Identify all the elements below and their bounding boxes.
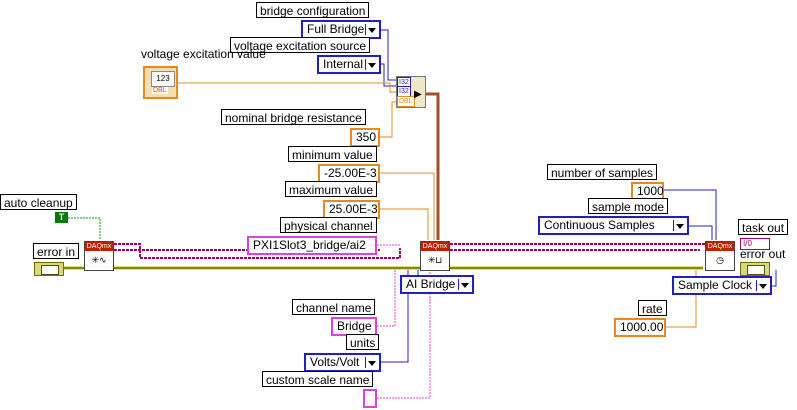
error-out-label: error out	[740, 247, 786, 261]
timing-type-value: Sample Clock	[678, 278, 753, 292]
timing-type-selector[interactable]: Sample Clock	[672, 276, 772, 295]
error-in-terminal[interactable]	[34, 262, 64, 276]
units-value: Volts/Volt	[310, 355, 360, 369]
bundle-arrow-icon: ▶	[414, 89, 422, 100]
voltage-excitation-source-label: voltage excitation source	[230, 37, 371, 53]
channel-name-label: channel name	[292, 299, 376, 315]
chevron-down-icon[interactable]	[365, 24, 377, 35]
minimum-value-label: minimum value	[288, 146, 377, 162]
chevron-down-icon[interactable]	[365, 357, 377, 368]
units-label: units	[346, 334, 380, 350]
number-of-samples-label: number of samples	[547, 164, 658, 180]
task-out-label: task out	[738, 219, 789, 235]
chevron-down-icon[interactable]	[673, 220, 685, 231]
daqmx-header: DAQmx	[706, 242, 734, 251]
error-cluster-icon	[747, 265, 765, 275]
voltage-excitation-source-enum[interactable]: Internal	[317, 55, 381, 74]
minimum-value-constant[interactable]: -25.00E-3	[318, 164, 380, 183]
sample-mode-label: sample mode	[588, 198, 669, 214]
task-out-terminal[interactable]: I/0	[740, 238, 770, 250]
voltage-excitation-value-label: voltage excitation value	[141, 47, 266, 61]
type-dbl-badge: DBL	[152, 87, 168, 94]
channel-name-constant[interactable]: Bridge	[331, 317, 377, 336]
rate-constant[interactable]: 1000.00	[614, 318, 666, 337]
custom-scale-name-constant[interactable]	[363, 389, 377, 408]
create-channel-node[interactable]: DAQmx ✳⊔	[420, 241, 450, 271]
custom-scale-name-label: custom scale name	[262, 371, 374, 387]
sample-mode-enum[interactable]: Continuous Samples	[538, 216, 689, 235]
task-out-glyph: I/0	[743, 239, 752, 248]
error-out-terminal[interactable]	[740, 262, 770, 276]
nominal-bridge-resistance-constant[interactable]: 350	[350, 128, 380, 147]
maximum-value-label: maximum value	[285, 181, 378, 197]
error-in-label: error in	[33, 243, 80, 259]
numeric-icon: 123	[151, 71, 175, 87]
auto-cleanup-label: auto cleanup	[0, 194, 77, 210]
chevron-down-icon[interactable]	[365, 59, 377, 70]
units-enum[interactable]: Volts/Volt	[304, 353, 381, 372]
bundle-node[interactable]: I32 I32 DBL ▶	[396, 76, 426, 108]
create-channel-icon: ✳⊔	[427, 255, 443, 265]
sample-mode-value: Continuous Samples	[544, 218, 655, 232]
timing-node[interactable]: DAQmx ◷	[705, 241, 735, 271]
create-task-node[interactable]: DAQmx ✳∿	[84, 241, 114, 271]
bridge-configuration-label: bridge configuration	[256, 2, 370, 18]
cluster-element-dbl: DBL	[397, 96, 415, 107]
voltage-excitation-source-value: Internal	[323, 57, 364, 71]
clock-icon: ◷	[716, 255, 724, 265]
daqmx-header: DAQmx	[85, 242, 113, 251]
voltage-excitation-value-control[interactable]: 123 DBL	[143, 66, 178, 99]
channel-type-selector[interactable]: AI Bridge	[400, 275, 474, 294]
error-cluster-icon	[41, 265, 59, 275]
chevron-down-icon[interactable]	[458, 279, 470, 290]
bridge-configuration-value: Full Bridge	[307, 22, 365, 36]
physical-channel-label: physical channel	[280, 217, 377, 233]
daqmx-header: DAQmx	[421, 242, 449, 251]
rate-label: rate	[638, 300, 667, 316]
nominal-bridge-resistance-label: nominal bridge resistance	[221, 109, 366, 125]
chevron-down-icon[interactable]	[756, 280, 768, 291]
channel-type-value: AI Bridge	[406, 277, 456, 291]
create-task-icon: ✳∿	[91, 255, 107, 265]
auto-cleanup-constant[interactable]: T	[55, 212, 68, 223]
physical-channel-constant[interactable]: PXI1Slot3_bridge/ai2	[247, 236, 377, 255]
